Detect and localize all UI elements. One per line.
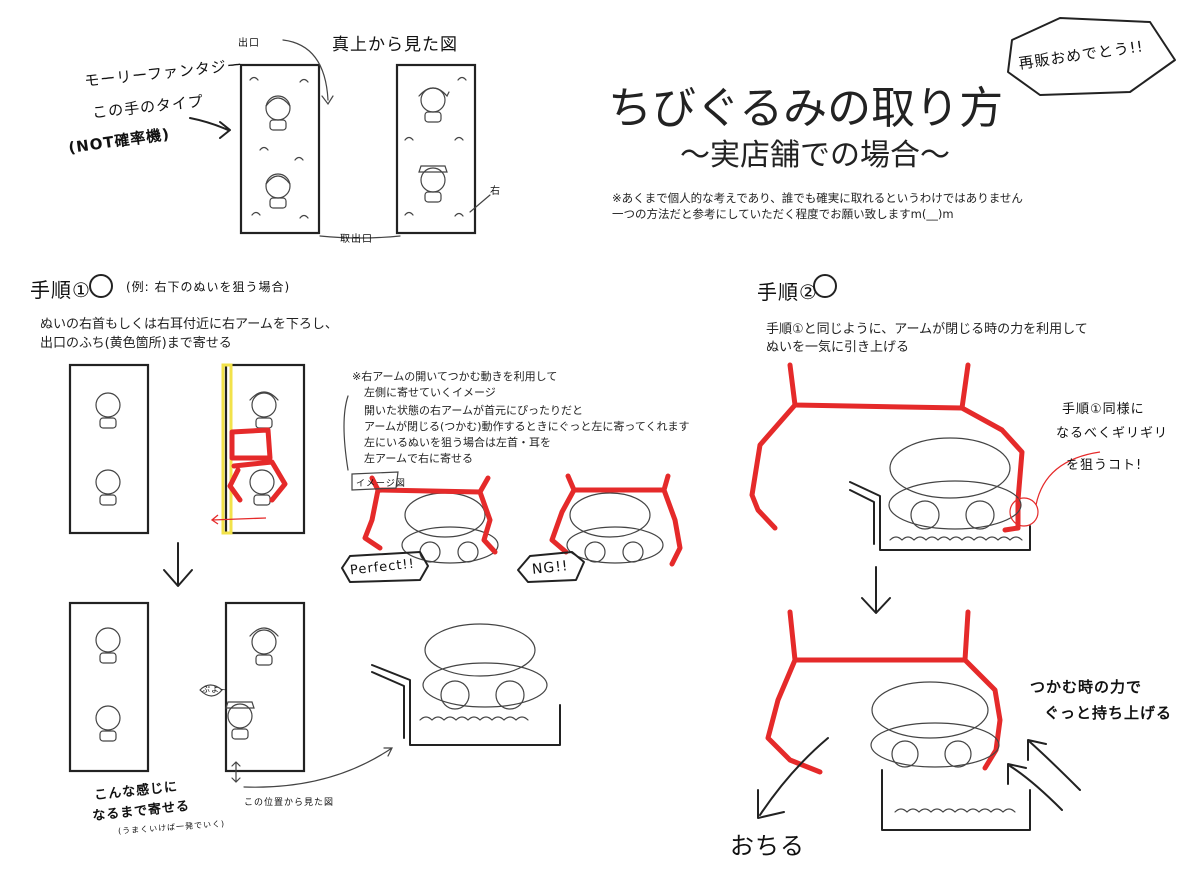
step1-note-5: 左にいるぬいを狙う場合は左首・耳を bbox=[364, 436, 551, 449]
lift-arrow-1 bbox=[1027, 739, 1081, 791]
step1-plush-e bbox=[95, 627, 121, 664]
step1-note-6: 左アームで右に寄せる bbox=[364, 452, 474, 465]
topview-plush-2 bbox=[265, 173, 291, 209]
image-tag: イメージ図 bbox=[356, 479, 406, 489]
right-label: 右 bbox=[490, 186, 501, 197]
exit-label: 出口 bbox=[238, 38, 260, 49]
page-title: ちびぐるみの取り方 bbox=[608, 83, 1004, 134]
push-left-arrow bbox=[210, 514, 267, 525]
step1-plush-a bbox=[95, 392, 121, 429]
note-bracket bbox=[343, 395, 349, 471]
tip-highlight-circle bbox=[1009, 497, 1039, 527]
step1-plush-f bbox=[95, 705, 121, 742]
chute-bracket bbox=[319, 235, 401, 239]
side-view-pointer bbox=[243, 747, 393, 788]
topview-right-bin bbox=[395, 63, 477, 235]
step1-down-arrow bbox=[163, 542, 193, 587]
tip-pointer bbox=[1035, 451, 1101, 506]
lift-arrow-2 bbox=[1007, 763, 1063, 811]
step1-note-4: アームが閉じる(つかむ)動作するときにぐっと左に寄ってくれます bbox=[364, 420, 690, 433]
disclaimer-line-1: ※あくまで個人的な考えであり、誰でも確実に取れるというわけではありません bbox=[612, 191, 1023, 205]
pebble-doodles bbox=[249, 76, 467, 219]
topview-label: 真上から見た図 bbox=[332, 35, 458, 55]
red-arm-mark-1 bbox=[229, 427, 273, 461]
exit-pointer-head bbox=[321, 95, 334, 106]
step1-plush-c bbox=[249, 391, 279, 429]
step2-desc-2: ぬいを一気に引き上げる bbox=[766, 340, 910, 355]
step2-after-plush bbox=[870, 681, 1031, 831]
disclaimer-line-2: 一つの方法だと参考にしていただく程度でお願い致しますm(__)m bbox=[612, 207, 954, 221]
machine-type-arrow bbox=[189, 117, 231, 139]
topview-plush-1 bbox=[265, 95, 291, 131]
step1-before-right-bin bbox=[224, 363, 306, 535]
image-sample-perfect bbox=[341, 475, 499, 583]
right-pointer bbox=[469, 194, 491, 213]
step2-down-arrow bbox=[861, 566, 891, 614]
step1-after-left-bin bbox=[68, 601, 150, 773]
step2-desc-1: 手順①と同じように、アームが閉じる時の力を利用して bbox=[766, 322, 1088, 337]
step1-plush-g bbox=[249, 627, 279, 666]
step1-note-1: ※右アームの開いてつかむ動きを利用して bbox=[352, 370, 558, 383]
fall-arrow bbox=[757, 737, 829, 819]
step1-note-3: 開いた状態の右アームが首元にぴったりだと bbox=[364, 404, 584, 417]
step2-lift-2: ぐっと持ち上げる bbox=[1044, 704, 1173, 722]
step1-note-2: 左側に寄せていくイメージ bbox=[364, 386, 496, 399]
topview-left-bin bbox=[239, 63, 321, 235]
step2-fall: おちる bbox=[730, 832, 805, 860]
image-tag-box bbox=[351, 471, 399, 491]
step1-plush-b bbox=[95, 469, 121, 506]
chute-label: 取出口 bbox=[340, 234, 373, 245]
stamp-bubble bbox=[1007, 17, 1176, 96]
step1-after-right-bin bbox=[224, 601, 306, 773]
step1-desc-2: 出口のふち(黄色箇所)まで寄せる bbox=[40, 336, 232, 351]
step1-number-circle bbox=[89, 274, 113, 298]
side-view-label: この位置から見た図 bbox=[244, 798, 335, 808]
sound-bubble bbox=[199, 684, 223, 697]
step2-lift-1: つかむ時の力で bbox=[1030, 678, 1143, 696]
side-view-plush-step1-result bbox=[371, 623, 561, 746]
topview-plush-4 bbox=[418, 165, 448, 203]
step2-before-claw bbox=[749, 362, 1025, 533]
red-arm-mark-2 bbox=[227, 459, 288, 503]
step1-example: (例: 右下のぬいを狙う場合) bbox=[126, 280, 291, 294]
exit-pointer-arrow bbox=[282, 39, 329, 101]
step2-heading: 手順② bbox=[757, 280, 818, 304]
step1-desc-1: ぬいの右首もしくは右耳付近に右アームを下ろし、 bbox=[40, 317, 338, 332]
step2-tip-2: なるべくギリギリ bbox=[1056, 426, 1169, 441]
step2-tip-3: を狙うコト! bbox=[1066, 458, 1143, 473]
step2-before-plush bbox=[849, 437, 1031, 551]
gap-indicator bbox=[231, 761, 241, 783]
step2-tip-1: 手順①同様に bbox=[1062, 402, 1145, 417]
step1-before-left-bin bbox=[68, 363, 150, 535]
sound-effect: ぷよ~ bbox=[202, 685, 228, 694]
image-sample-ng bbox=[517, 473, 683, 583]
step2-number-circle bbox=[813, 274, 837, 298]
step1-plush-h bbox=[225, 701, 255, 740]
topview-plush-3 bbox=[418, 87, 450, 123]
step1-heading: 手順① bbox=[30, 278, 91, 302]
step2-after-claw bbox=[765, 609, 1003, 775]
page-subtitle: 〜実店舗での場合〜 bbox=[680, 138, 950, 173]
